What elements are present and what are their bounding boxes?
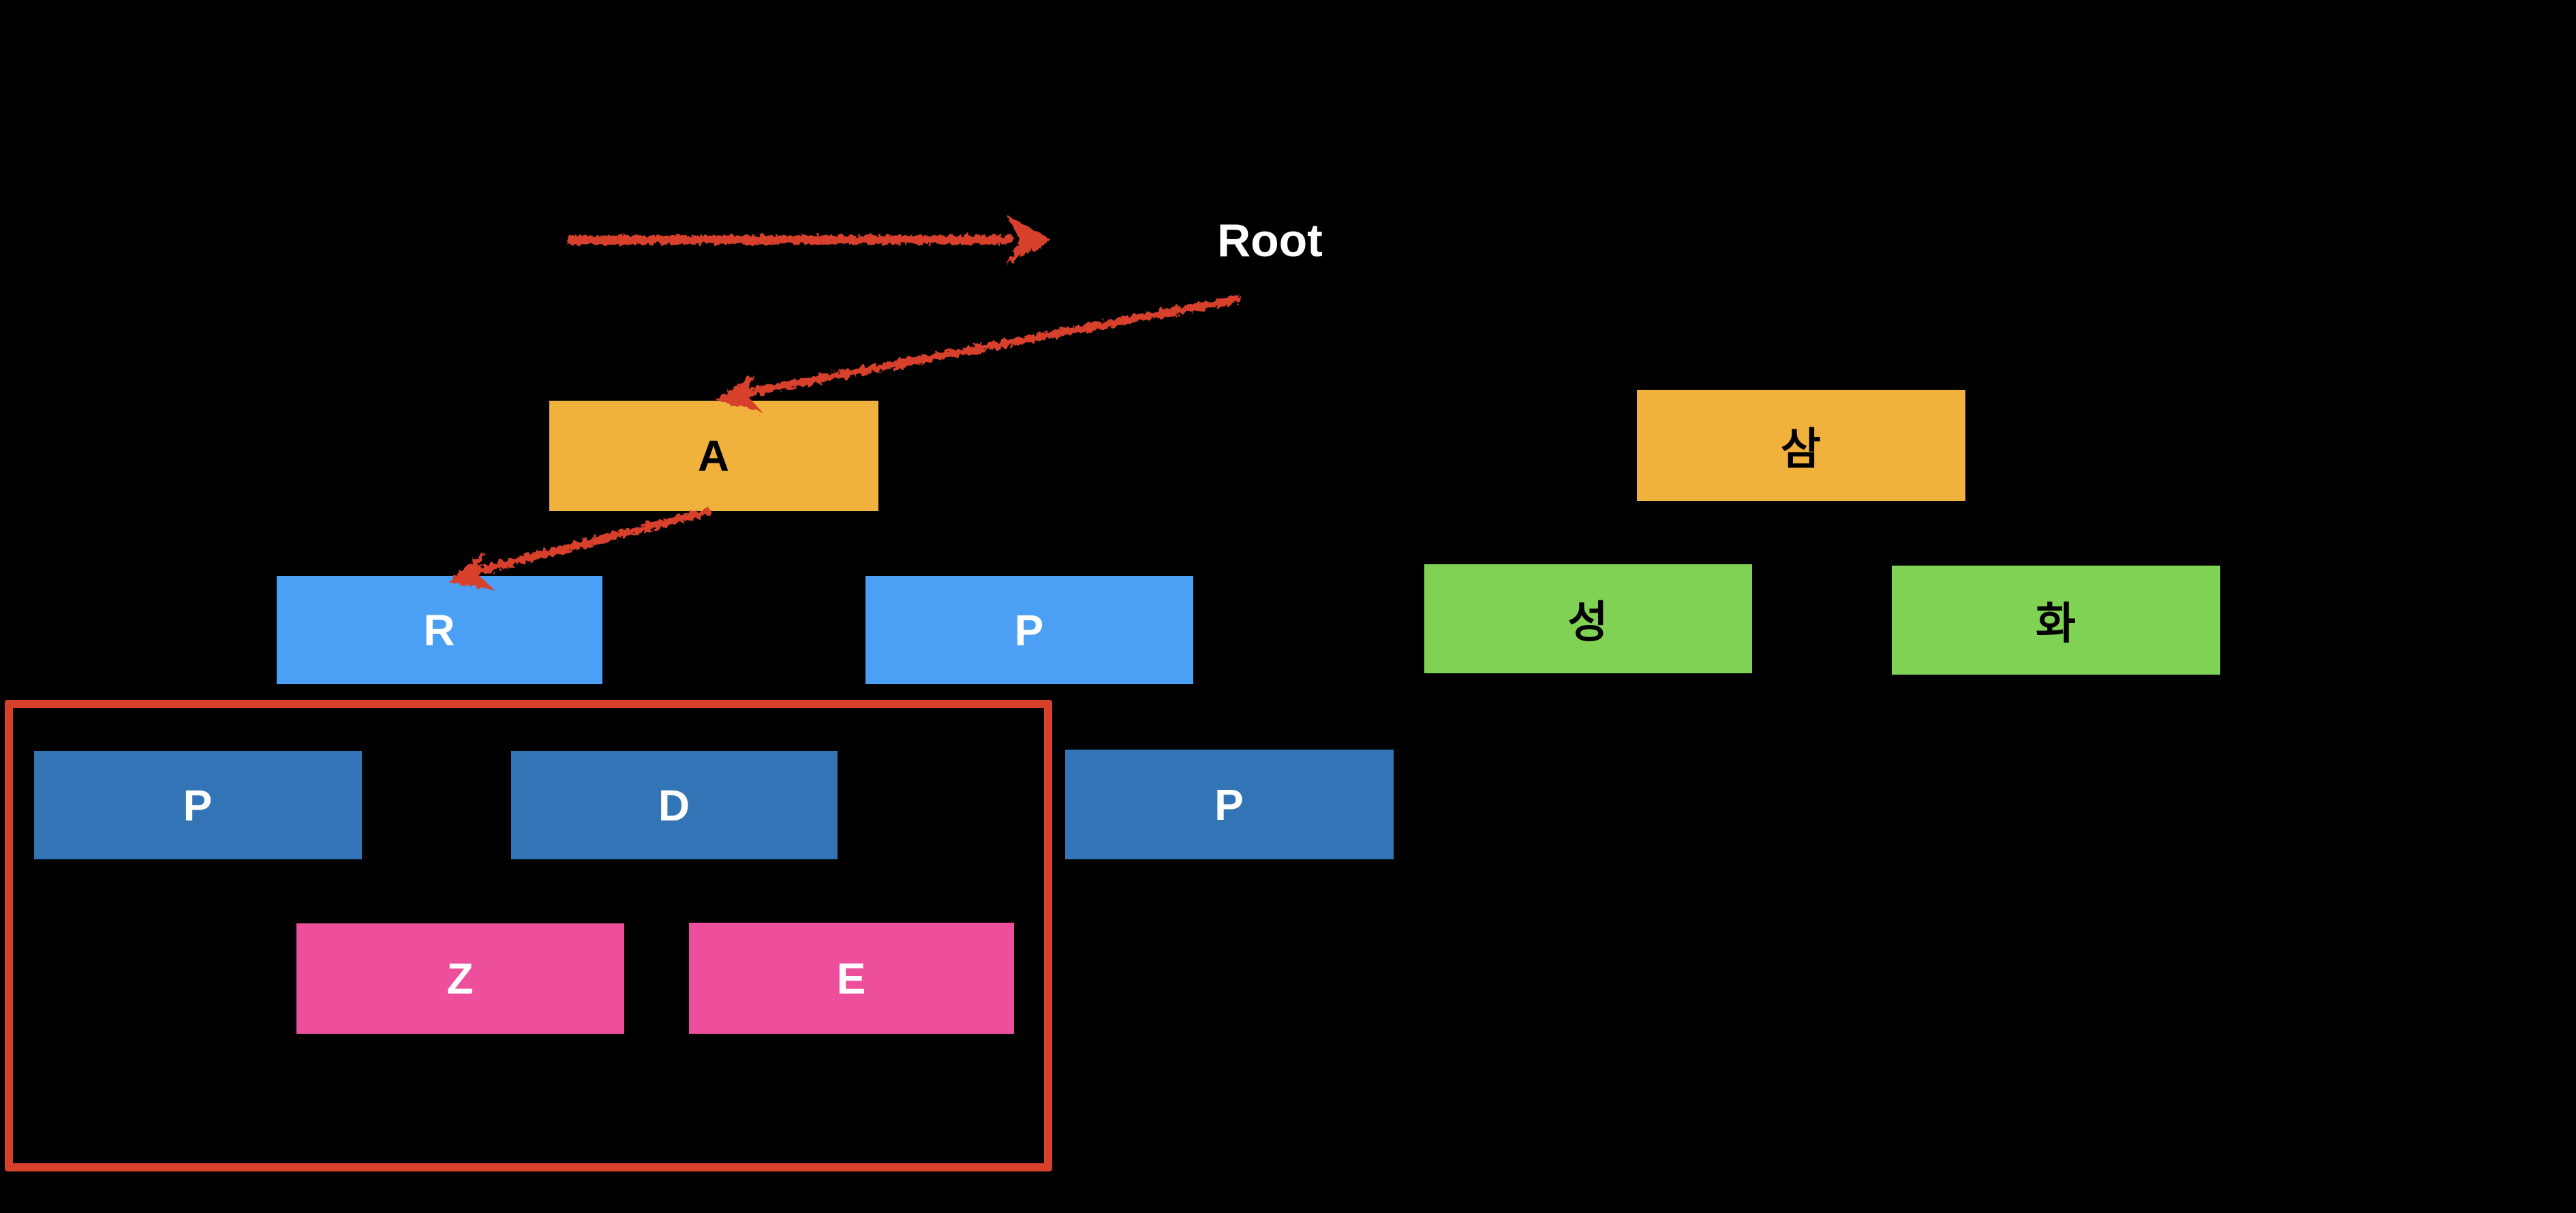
tree-node-e: E — [689, 923, 1014, 1034]
horizontal-pointer-arrow — [567, 215, 1052, 265]
tree-node-hwa: 화 — [1892, 566, 2220, 675]
red-highlight-rectangle — [5, 700, 1052, 1171]
tree-node-p-right: P — [1065, 750, 1394, 859]
tree-node-seong: 성 — [1424, 564, 1752, 673]
tree-node-p-left: P — [34, 751, 362, 859]
tree-node-p: P — [865, 576, 1193, 684]
tree-node-sam: 삼 — [1637, 390, 1965, 501]
tree-node-r: R — [277, 576, 602, 684]
tree-node-z: Z — [296, 923, 624, 1034]
tree-node-a: A — [549, 401, 878, 511]
tree-node-d: D — [511, 751, 838, 859]
root-annotation-label: Root — [1217, 215, 1323, 266]
